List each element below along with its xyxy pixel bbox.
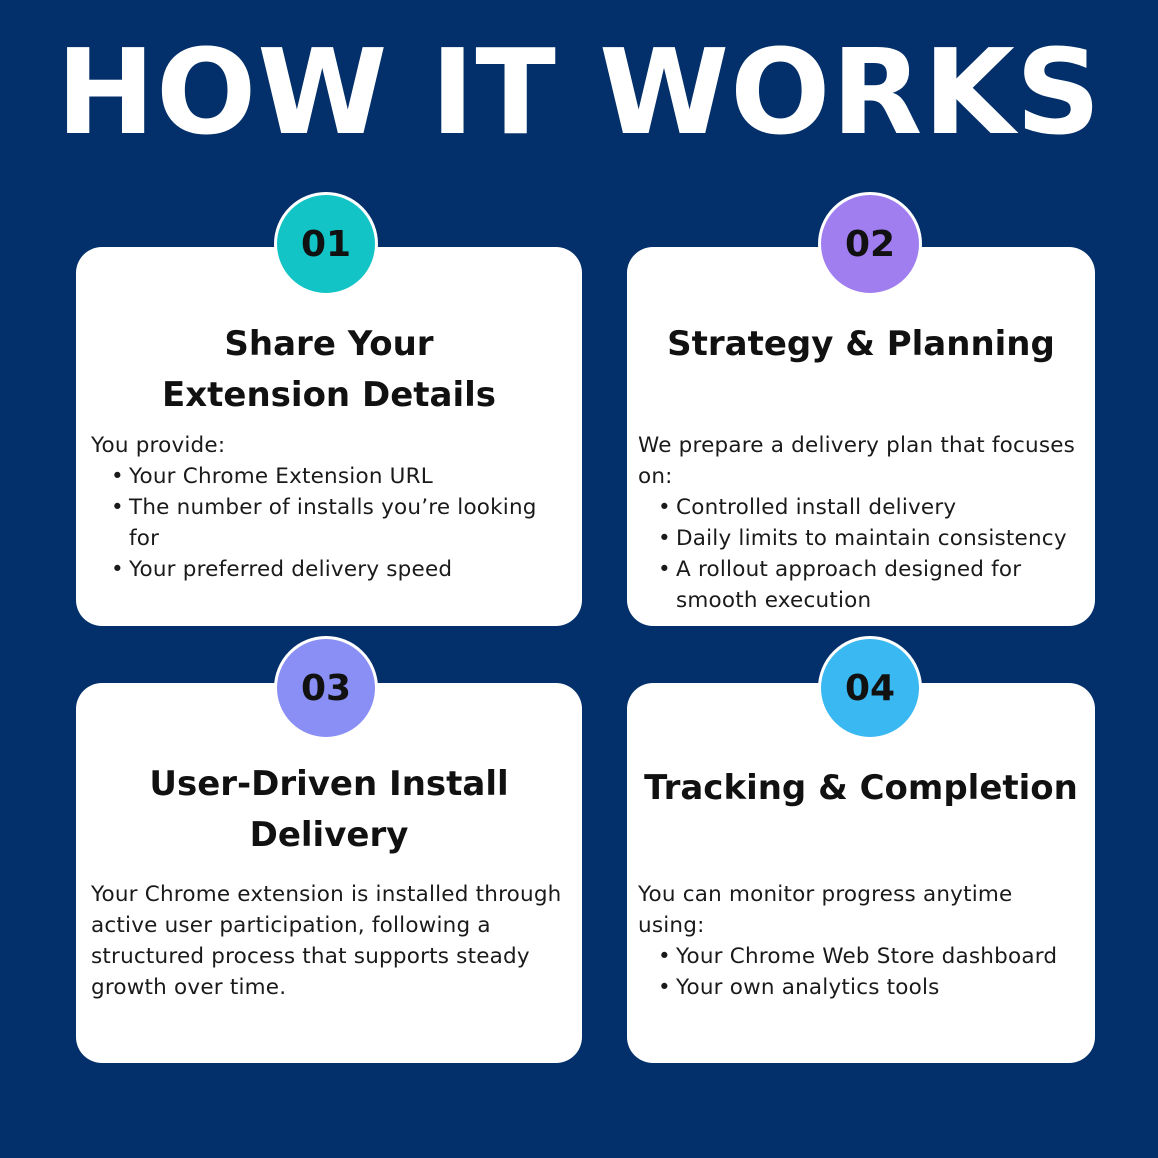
step-title-4: Tracking & Completion: [644, 768, 1078, 808]
step-card-1: Share Your Extension Details You provide…: [76, 247, 582, 626]
list-item: Controlled install delivery: [658, 492, 1083, 523]
step-title-3: User-Driven Install Delivery: [149, 764, 509, 855]
list-item: Your own analytics tools: [658, 972, 1083, 1003]
step-number-badge-4: 04: [818, 636, 922, 740]
list-item: Your preferred delivery speed: [111, 554, 570, 585]
step-intro-1: You provide:: [91, 433, 226, 458]
step-body-4: You can monitor progress anytime using: …: [638, 879, 1083, 1003]
page-title: HOW IT WORKS: [56, 23, 1102, 161]
step-intro-3: Your Chrome extension is installed throu…: [91, 882, 562, 1000]
step-card-2: Strategy & Planning We prepare a deliver…: [627, 247, 1095, 626]
step-body-1: You provide: Your Chrome Extension URL T…: [91, 430, 570, 585]
step-bullet-list-1: Your Chrome Extension URL The number of …: [91, 461, 570, 585]
step-number-badge-1: 01: [274, 192, 378, 296]
step-intro-4: You can monitor progress anytime using:: [638, 882, 1013, 938]
list-item: Your Chrome Extension URL: [111, 461, 570, 492]
step-card-4: Tracking & Completion You can monitor pr…: [627, 683, 1095, 1063]
step-number-badge-2: 02: [818, 192, 922, 296]
step-body-2: We prepare a delivery plan that focuses …: [638, 430, 1083, 616]
list-item: The number of installs you’re looking fo…: [111, 492, 570, 554]
step-card-3: User-Driven Install Delivery Your Chrome…: [76, 683, 582, 1063]
step-bullet-list-2: Controlled install delivery Daily limits…: [638, 492, 1083, 616]
list-item: Daily limits to maintain consistency: [658, 523, 1083, 554]
step-number-badge-3: 03: [274, 636, 378, 740]
step-body-3: Your Chrome extension is installed throu…: [91, 879, 570, 1003]
list-item: Your Chrome Web Store dashboard: [658, 941, 1083, 972]
step-title-2: Strategy & Planning: [667, 324, 1055, 364]
step-title-1: Share Your Extension Details: [162, 324, 496, 415]
step-intro-2: We prepare a delivery plan that focuses …: [638, 433, 1076, 489]
list-item: A rollout approach designed for smooth e…: [658, 554, 1083, 616]
step-bullet-list-4: Your Chrome Web Store dashboard Your own…: [638, 941, 1083, 1003]
